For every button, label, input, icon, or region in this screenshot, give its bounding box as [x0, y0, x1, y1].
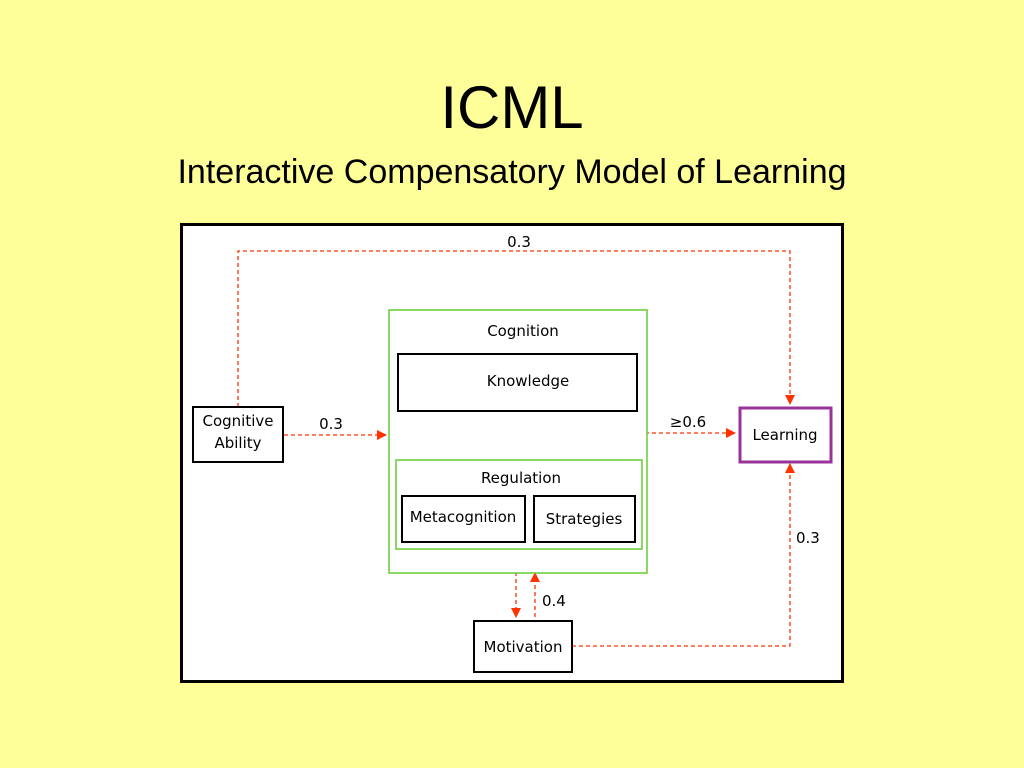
slide-title: ICML — [440, 74, 584, 141]
edge-motivation-to-learning — [572, 463, 795, 647]
node-knowledge: Knowledge — [397, 353, 638, 412]
edge-label-ability-to-cognition: 0.3 — [319, 415, 343, 433]
learning-label: Learning — [752, 426, 817, 444]
edge-label-motivation-cognition: 0.4 — [542, 592, 566, 610]
diagram-frame: Cognitive Ability Cognition Knowledge Re… — [180, 223, 844, 683]
icml-diagram: Cognitive Ability Cognition Knowledge Re… — [192, 233, 833, 673]
motivation-label: Motivation — [484, 638, 563, 656]
edge-label-ability-to-learning-top: 0.3 — [507, 233, 531, 251]
node-strategies: Strategies — [533, 495, 636, 543]
metacognition-label: Metacognition — [410, 508, 517, 526]
knowledge-label: Knowledge — [487, 372, 569, 390]
cognitive-ability-label-line2: Ability — [214, 434, 261, 452]
edge-ability-to-learning-top — [237, 250, 795, 407]
edge-label-motivation-to-learning: 0.3 — [796, 529, 820, 547]
node-metacognition: Metacognition — [401, 495, 526, 543]
node-motivation: Motivation — [473, 620, 573, 673]
node-learning: Learning — [738, 406, 833, 464]
slide-subtitle: Interactive Compensatory Model of Learni… — [177, 153, 847, 191]
cognitive-ability-label-line1: Cognitive — [202, 412, 273, 430]
edge-label-cognition-to-learning: ≥0.6 — [670, 413, 706, 431]
regulation-label: Regulation — [481, 469, 561, 487]
strategies-label: Strategies — [546, 510, 623, 528]
node-cognitive-ability: Cognitive Ability — [192, 406, 284, 463]
cognition-label: Cognition — [487, 322, 559, 340]
